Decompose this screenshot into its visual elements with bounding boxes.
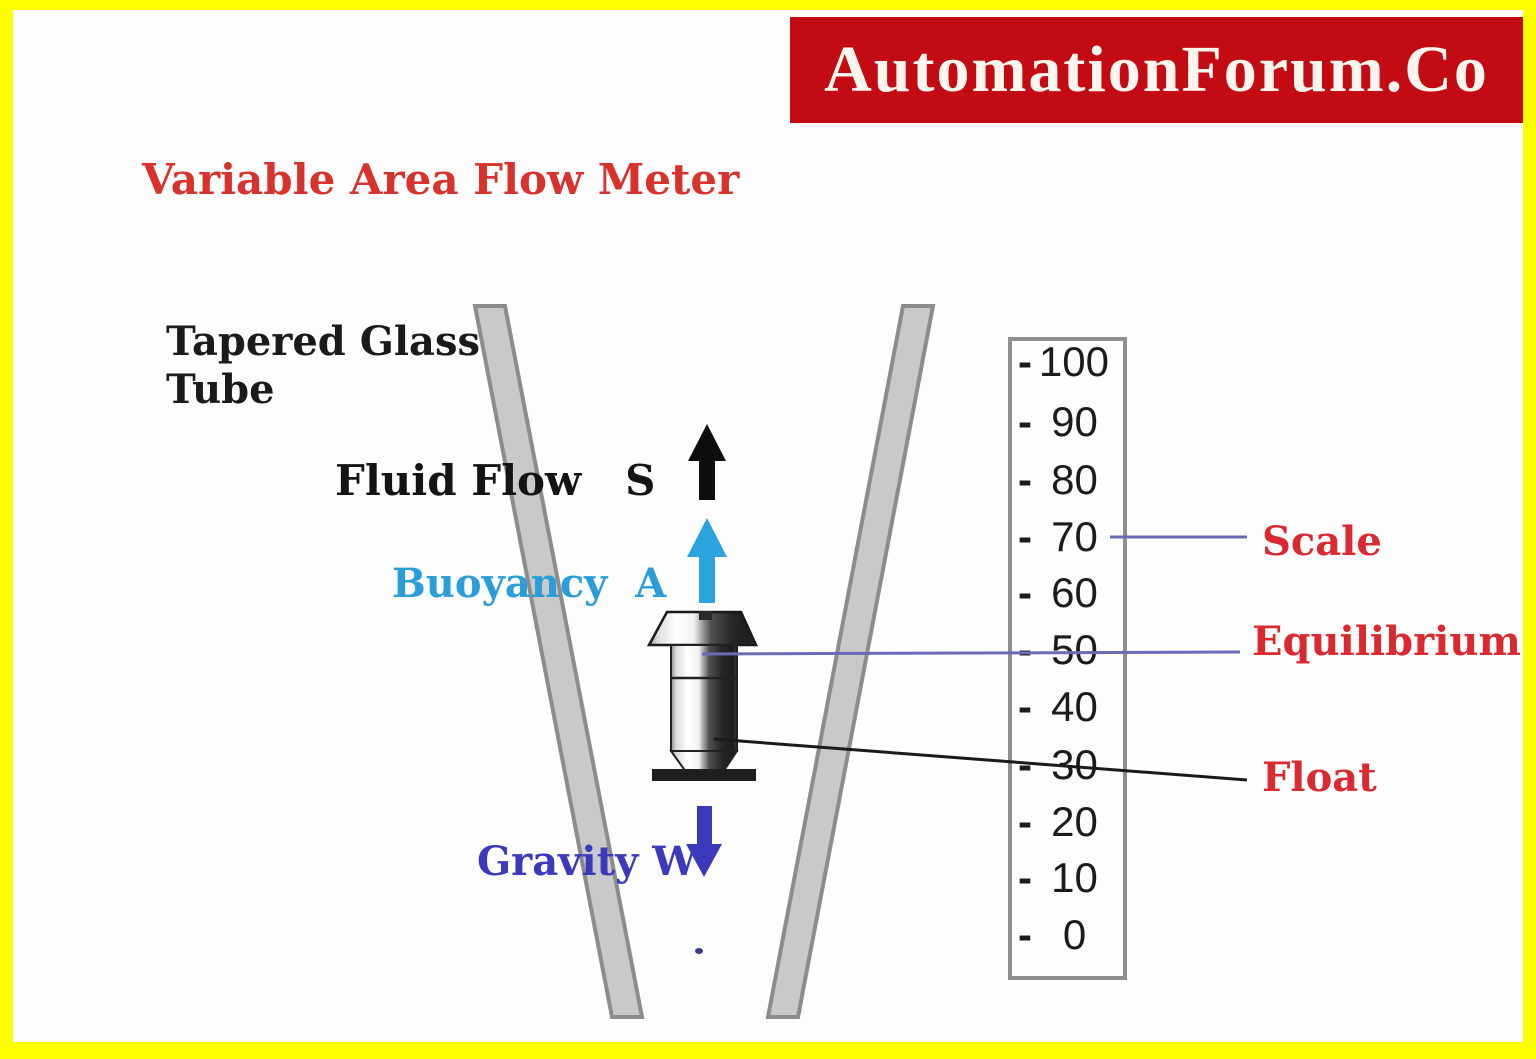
scale-value: 10 — [1051, 854, 1098, 901]
fluid-flow-arrow-icon — [688, 424, 726, 500]
frame-border-top — [0, 0, 1536, 10]
scale-tick: - — [1018, 398, 1032, 445]
scale-value: 40 — [1051, 683, 1098, 730]
scale-tick: - — [1018, 456, 1032, 503]
scale-value: 80 — [1051, 456, 1098, 503]
scale-row: -90 — [1012, 398, 1123, 445]
tapered-tube-right-wall — [765, 304, 936, 1019]
scale-label: Scale — [1262, 518, 1382, 565]
float-cone — [669, 750, 739, 773]
scale-column: -100 -90 -80 -70 -60 -50 -40 -30 -20 -10… — [1008, 337, 1127, 980]
float-label: Float — [1262, 754, 1377, 801]
scale-tick: - — [1018, 626, 1032, 673]
scale-row: -20 — [1012, 798, 1123, 845]
tapered-tube-label: Tapered Glass Tube — [166, 318, 481, 413]
brand-banner: AutomationForum.Co — [790, 17, 1523, 123]
float-leader-line — [713, 737, 1248, 782]
float-graphic — [646, 610, 758, 781]
scale-row: -40 — [1012, 683, 1123, 730]
buoyancy-label: Buoyancy A — [392, 560, 667, 607]
scale-row: -100 — [1012, 338, 1123, 385]
scale-tick: - — [1018, 569, 1032, 616]
equilibrium-label: Equilibrium — [1252, 618, 1521, 665]
float-body — [670, 644, 738, 752]
tapered-tube-left-wall — [472, 304, 645, 1019]
brand-banner-text: AutomationForum.Co — [824, 33, 1489, 106]
scale-tick: - — [1018, 683, 1032, 730]
frame-border-right — [1523, 0, 1536, 1059]
scale-value: 50 — [1051, 626, 1098, 673]
frame-border-bottom — [0, 1042, 1536, 1059]
float-cap — [646, 610, 758, 647]
scale-value: 60 — [1051, 569, 1098, 616]
scale-tick: - — [1018, 513, 1032, 560]
scale-value: 30 — [1051, 741, 1098, 788]
float-cap-notch — [699, 611, 712, 620]
scale-row: -30 — [1012, 741, 1123, 788]
scale-tick: - — [1018, 854, 1032, 901]
float-base-plate — [652, 769, 756, 781]
scale-row: -0 — [1012, 911, 1123, 958]
scale-row: -50 — [1012, 626, 1123, 673]
frame-border-left — [0, 0, 13, 1059]
equilibrium-leader-line — [701, 650, 1241, 656]
buoyancy-arrow-icon — [687, 518, 727, 603]
scale-row: -10 — [1012, 854, 1123, 901]
gravity-label: Gravity W — [477, 838, 698, 885]
scale-value: 70 — [1051, 513, 1098, 560]
scale-tick: - — [1018, 911, 1032, 958]
fluid-flow-label: Fluid Flow S — [335, 456, 656, 505]
scale-tick: - — [1018, 338, 1032, 385]
scale-value: 20 — [1051, 798, 1098, 845]
scale-row: -60 — [1012, 569, 1123, 616]
scale-tick: - — [1018, 741, 1032, 788]
page-title: Variable Area Flow Meter — [142, 155, 740, 204]
scale-value: 100 — [1038, 338, 1109, 385]
small-dot — [695, 948, 703, 954]
scale-row: -70 — [1012, 513, 1123, 560]
scale-value: 90 — [1051, 398, 1098, 445]
scale-value: 0 — [1062, 911, 1087, 958]
scale-tick: - — [1018, 798, 1032, 845]
scale-row: -80 — [1012, 456, 1123, 503]
